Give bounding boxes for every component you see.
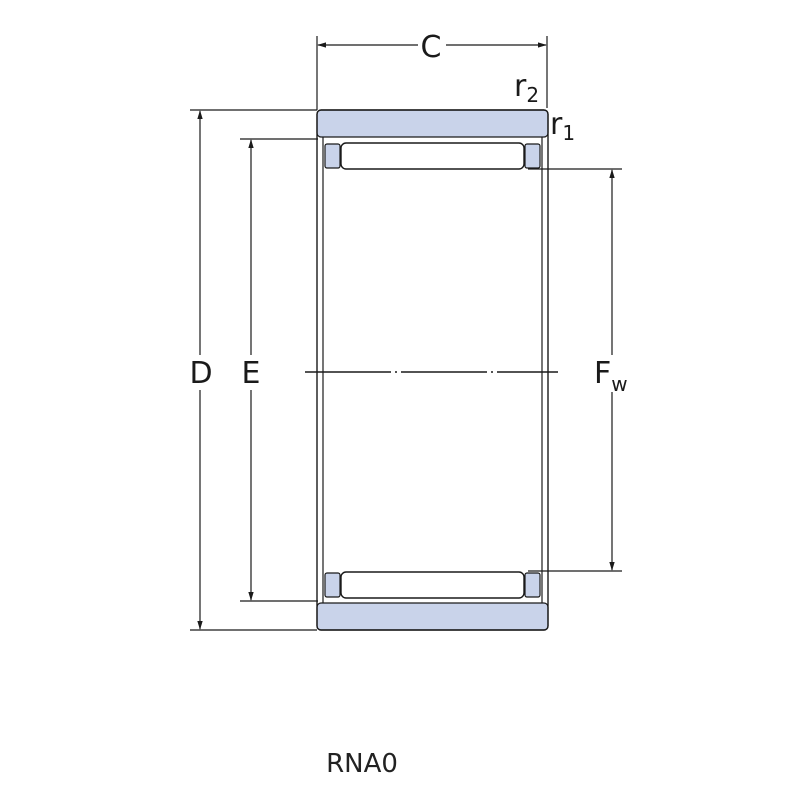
- cage-left-bottom: [324, 572, 341, 598]
- needle-roller-bottom: [340, 571, 525, 599]
- ring-body-outline: [316, 109, 549, 631]
- outer-ring-bottom: [316, 602, 549, 631]
- r2-label: r2: [514, 69, 539, 107]
- cage-left-top: [324, 143, 341, 169]
- d-label: D: [189, 356, 212, 391]
- e-label: E: [242, 356, 261, 391]
- bearing-type-caption: RNA0: [326, 749, 398, 779]
- cage-right-top: [524, 143, 541, 169]
- needle-roller-top: [340, 142, 525, 170]
- fw-label: Fw: [594, 356, 628, 396]
- r1-label: r1: [550, 107, 575, 145]
- outer-ring-top: [316, 109, 549, 138]
- cage-right-bottom: [524, 572, 541, 598]
- c-label: C: [421, 30, 442, 65]
